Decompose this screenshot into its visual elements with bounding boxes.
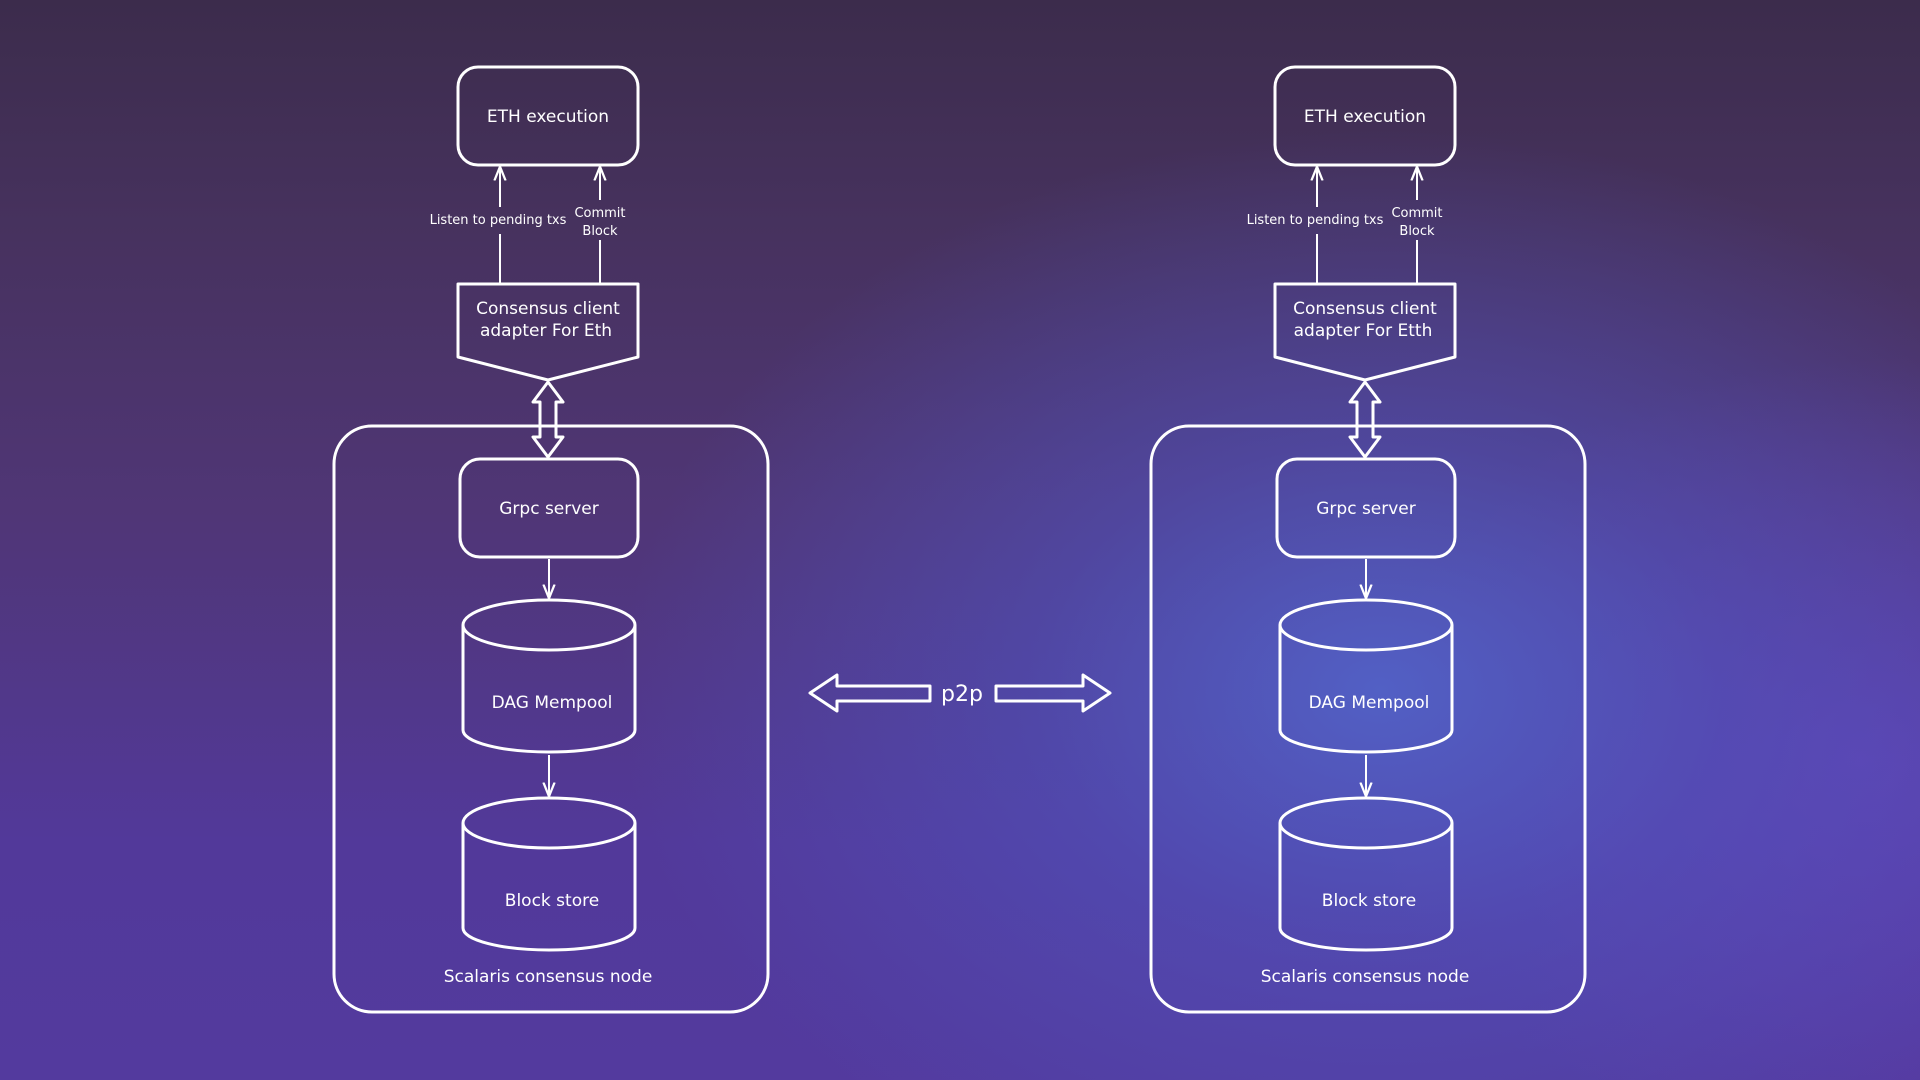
- commit-label-line2: Block: [1399, 224, 1435, 239]
- adapter-label-line1: Consensus client: [476, 299, 620, 319]
- grpc-server-box: [1275, 457, 1457, 559]
- listen-label: Listen to pending txs: [430, 213, 567, 228]
- mempool-label: DAG Mempool: [1309, 693, 1430, 713]
- p2p-arrow-left: [808, 673, 932, 713]
- commit-label-line1: Commit: [574, 206, 625, 221]
- node-right: ETH execution Listen to pending txs Comm…: [1149, 65, 1587, 1014]
- adapter-label-line1: Consensus client: [1293, 299, 1437, 319]
- adapter-shape: [1273, 282, 1457, 382]
- eth-execution-label: ETH execution: [1304, 107, 1426, 127]
- mempool-cylinder-top: [461, 598, 637, 652]
- bidirectional-arrow: [531, 380, 565, 459]
- block-store-label: Block store: [505, 891, 599, 911]
- node-title: Scalaris consensus node: [1261, 967, 1470, 987]
- adapter-shape: [456, 282, 640, 382]
- consensus-node-container: [332, 424, 770, 1014]
- bidirectional-arrow: [1348, 380, 1382, 459]
- p2p-arrow-right: [994, 673, 1112, 713]
- commit-label-line2: Block: [582, 224, 618, 239]
- grpc-server-label: Grpc server: [499, 499, 599, 519]
- mempool-label: DAG Mempool: [492, 693, 613, 713]
- node-title: Scalaris consensus node: [444, 967, 653, 987]
- block-store-cylinder-body: [461, 823, 637, 952]
- adapter-label-line2: adapter For Eth: [480, 321, 612, 341]
- block-store-label: Block store: [1322, 891, 1416, 911]
- mempool-cylinder-body: [1278, 625, 1454, 754]
- eth-execution-label: ETH execution: [487, 107, 609, 127]
- mempool-cylinder-top: [1278, 598, 1454, 652]
- p2p-label: p2p: [941, 682, 983, 707]
- mempool-cylinder-body: [461, 625, 637, 754]
- node-left: ETH execution Listen to pending txs Comm…: [332, 65, 770, 1014]
- listen-label: Listen to pending txs: [1247, 213, 1384, 228]
- grpc-server-box: [458, 457, 640, 559]
- consensus-node-container: [1149, 424, 1587, 1014]
- block-store-cylinder-top: [1278, 796, 1454, 850]
- adapter-label-line2: adapter For Etth: [1294, 321, 1433, 341]
- eth-execution-box: [1273, 65, 1457, 167]
- eth-execution-box: [456, 65, 640, 167]
- commit-label-line1: Commit: [1391, 206, 1442, 221]
- block-store-cylinder-body: [1278, 823, 1454, 952]
- block-store-cylinder-top: [461, 796, 637, 850]
- grpc-server-label: Grpc server: [1316, 499, 1416, 519]
- p2p-link: p2p: [808, 673, 1112, 713]
